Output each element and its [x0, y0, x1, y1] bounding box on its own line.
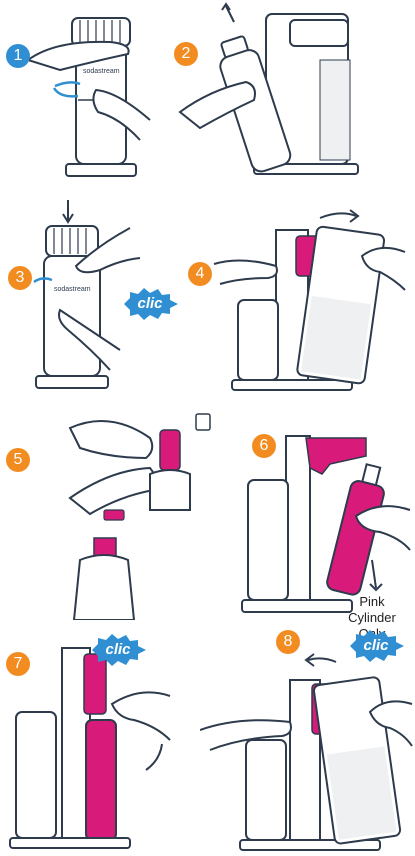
step-badge: 6 — [252, 434, 276, 458]
step-badge: 2 — [174, 42, 198, 66]
clic-badge: clic — [120, 288, 180, 320]
step-6-panel: 6 — [230, 420, 415, 620]
step-badge: 1 — [6, 44, 30, 68]
clic-badge: clic — [88, 634, 148, 666]
step-3-panel: 3 sodastream clic — [0, 200, 200, 400]
step-badge: 8 — [276, 630, 300, 654]
brand-label: sodastream — [54, 286, 91, 293]
step-badge: 7 — [6, 652, 30, 676]
step-7-panel: 7 clic — [0, 620, 200, 851]
clic-label: clic — [88, 634, 148, 666]
step-5-panel: 5 — [0, 400, 240, 620]
step-2-illustration — [170, 0, 410, 200]
brand-label: sodastream — [83, 68, 120, 75]
step-8-panel: 8 clic — [200, 620, 415, 851]
step-badge: 3 — [8, 266, 32, 290]
step-4-panel: 4 — [180, 200, 415, 400]
step-badge: 4 — [188, 262, 212, 286]
step-5-illustration — [0, 400, 240, 620]
clic-label: clic — [346, 630, 406, 662]
clic-label: clic — [120, 288, 180, 320]
step-2-panel: 2 — [170, 0, 410, 200]
step-4-illustration — [180, 200, 415, 400]
step-badge: 5 — [6, 448, 30, 472]
clic-badge: clic — [346, 630, 406, 662]
